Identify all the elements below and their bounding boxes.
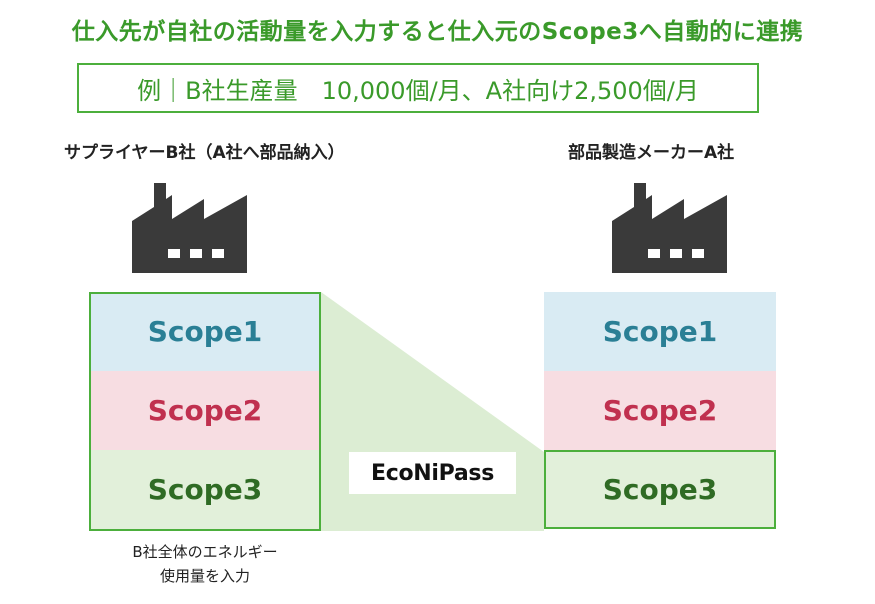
supplier-input-note: B社全体のエネルギー 使用量を入力 xyxy=(89,540,321,588)
manufacturer-scope1: Scope1 xyxy=(544,292,776,371)
supplier-scope3: Scope3 xyxy=(89,450,321,529)
manufacturer-scope-stack: Scope1 Scope2 Scope3 xyxy=(544,292,776,529)
manufacturer-label: 部品製造メーカーA社 xyxy=(568,143,735,163)
page-title: 仕入先が自社の活動量を入力すると仕入元のScope3へ自動的に連携 xyxy=(71,19,804,45)
supplier-scope1: Scope1 xyxy=(89,292,321,371)
supplier-scope2: Scope2 xyxy=(89,371,321,450)
note-line-1: B社全体のエネルギー xyxy=(132,543,278,561)
note-line-2: 使用量を入力 xyxy=(159,567,250,585)
manufacturer-scope3: Scope3 xyxy=(544,450,776,529)
example-text: 例｜B社生産量 10,000個/月、A社向け2,500個/月 xyxy=(137,76,699,105)
factory-icon xyxy=(132,183,247,273)
econipass-logo: EcoNiPass xyxy=(349,452,516,494)
manufacturer-scope2: Scope2 xyxy=(544,371,776,450)
factory-icon xyxy=(612,183,727,273)
supplier-label: サプライヤーB社（A社へ部品納入） xyxy=(64,143,345,163)
example-box: 例｜B社生産量 10,000個/月、A社向け2,500個/月 xyxy=(77,63,759,113)
supplier-scope-stack: Scope1 Scope2 Scope3 xyxy=(89,292,321,529)
